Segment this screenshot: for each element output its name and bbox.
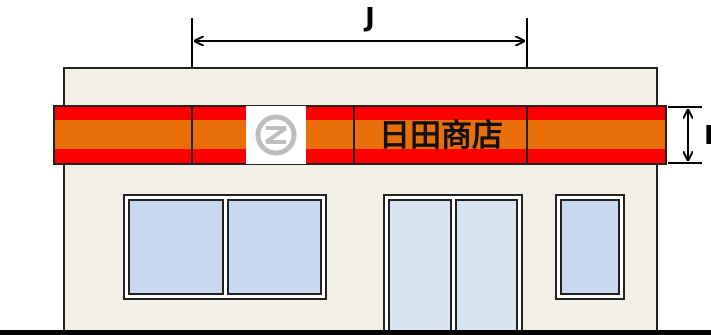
fascia-orange-stripe — [55, 120, 665, 149]
right-window-pane — [560, 199, 620, 295]
entrance-door-leaf-right — [455, 199, 518, 333]
width-dimension-label: J — [363, 3, 375, 33]
fascia-sign-band: 日田商店 — [53, 105, 667, 165]
height-dimension-label: I — [704, 121, 711, 151]
logo-panel — [246, 106, 306, 164]
left-window — [123, 194, 327, 300]
left-window-pane-right — [227, 199, 322, 295]
left-window-pane-left — [128, 199, 224, 295]
roof-parapet — [63, 67, 658, 109]
entrance-door — [383, 194, 523, 333]
store-name-sign: 日田商店 — [379, 118, 503, 154]
entrance-door-leaf-left — [388, 199, 452, 333]
circle-z-logo-icon — [255, 114, 297, 156]
ground-line — [0, 330, 711, 335]
height-dimension: I — [668, 106, 711, 164]
right-window — [555, 194, 625, 300]
